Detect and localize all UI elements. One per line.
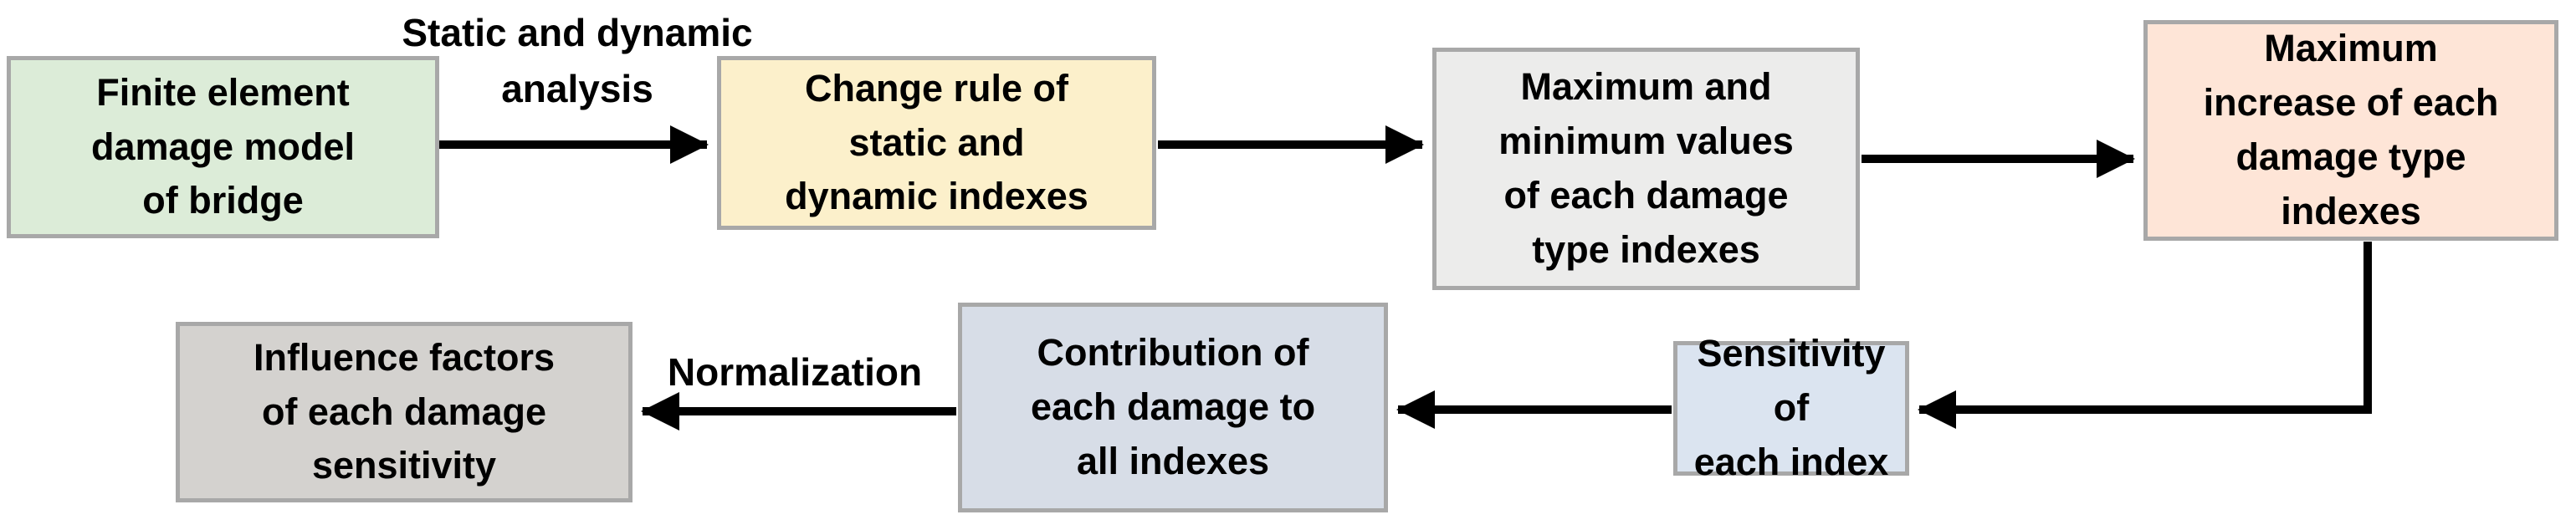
node-label: Sensitivity of each index [1693,332,1889,483]
node-finite-element-damage-model: Finite element damage model of bridge [7,56,439,238]
node-contribution-of-damage: Contribution of each damage to all index… [958,303,1388,512]
node-max-min-values: Maximum and minimum values of each damag… [1432,48,1860,290]
node-label: Maximum increase of each damage type ind… [2203,27,2499,232]
arrow-max-increase-to-sensitivity [1918,242,2372,429]
edge-label-normalization: Normalization [667,350,923,394]
node-label: Finite element damage model of bridge [90,70,356,222]
node-label: Contribution of each damage to all index… [1030,331,1316,482]
node-label: Influence factors of each damage sensiti… [253,335,556,487]
node-label: Change rule of static and dynamic indexe… [785,66,1088,218]
node-sensitivity-of-each-index: Sensitivity of each index [1673,332,1909,483]
edge-label-static-dynamic-analysis: Static and dynamic analysis [402,11,753,110]
node-influence-factors: Influence factors of each damage sensiti… [176,322,632,502]
node-change-rule-of-indexes: Change rule of static and dynamic indexe… [717,56,1156,230]
node-max-increase: Maximum increase of each damage type ind… [2143,20,2558,241]
node-label: Maximum and minimum values of each damag… [1498,65,1794,271]
